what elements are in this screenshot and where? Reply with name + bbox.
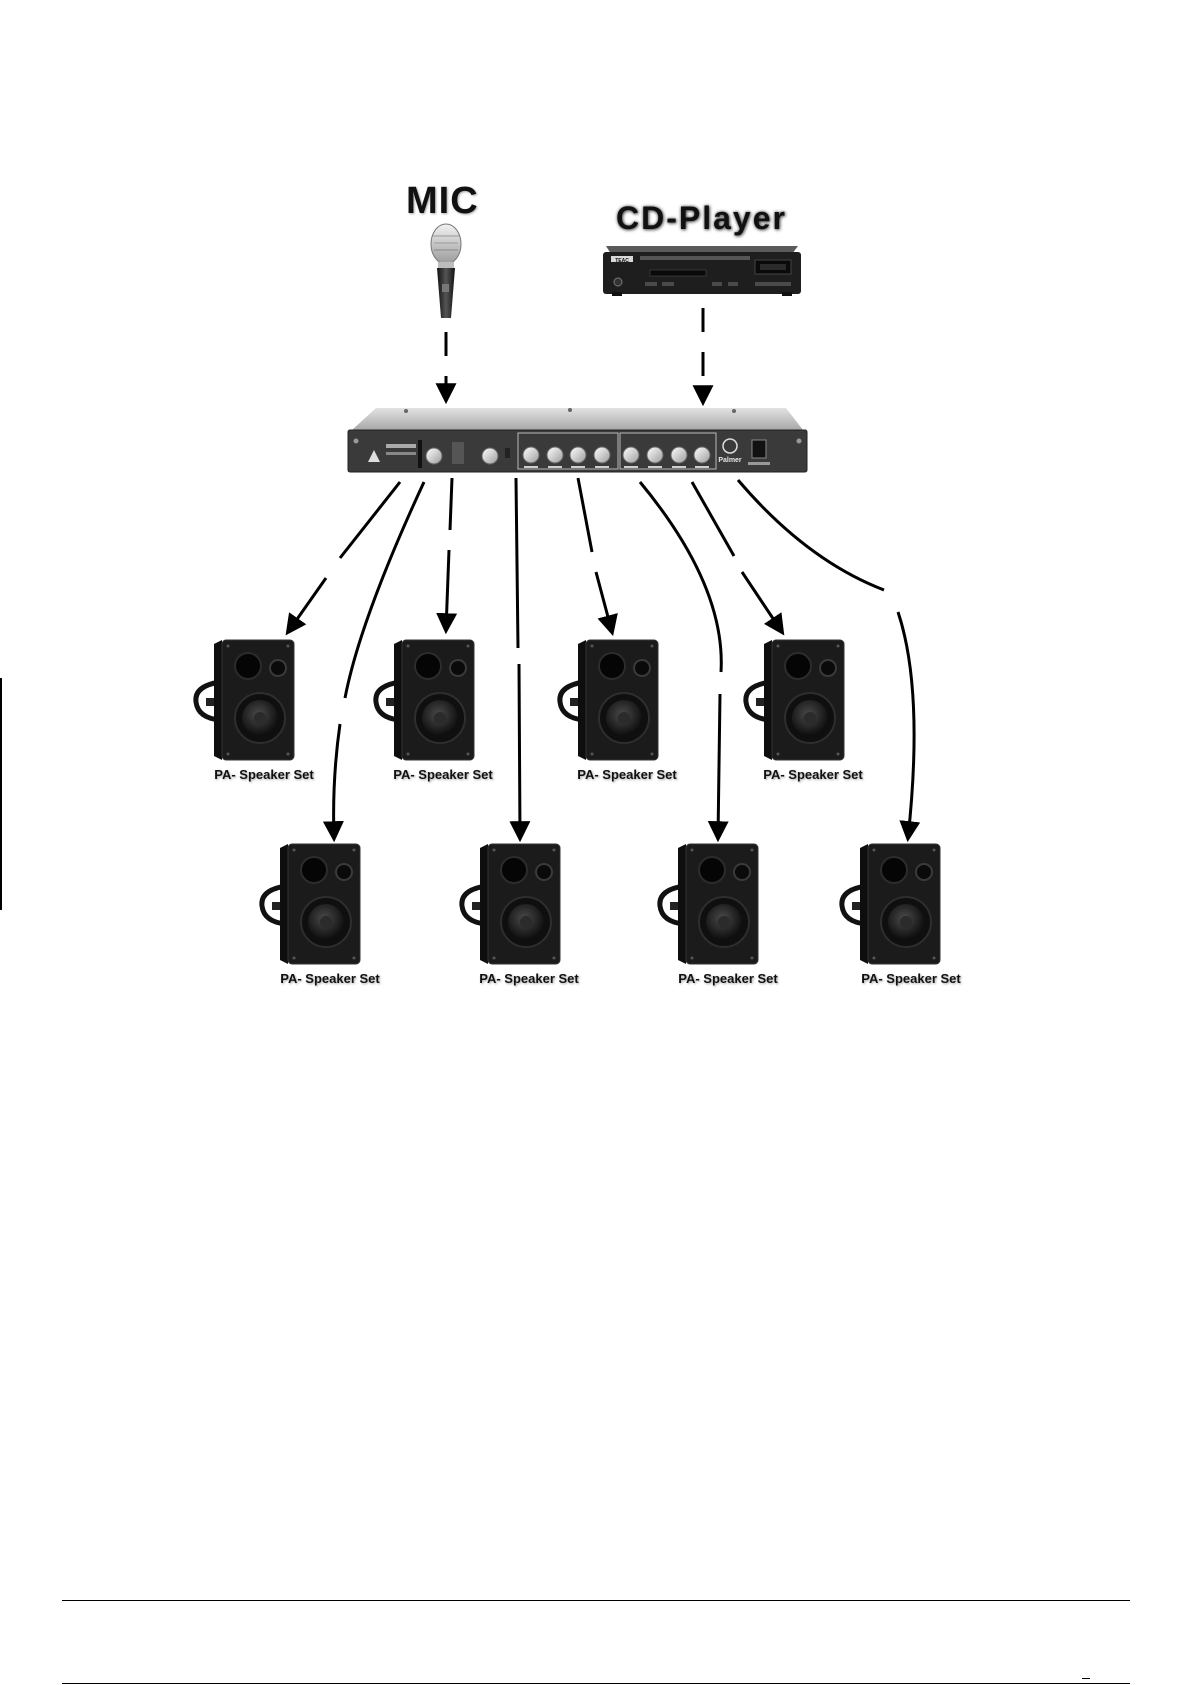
- left-margin-bar: [0, 678, 2, 910]
- bottom-rule: [62, 1683, 1130, 1684]
- input-cables: [446, 308, 703, 402]
- footer-rule: [62, 1600, 1130, 1601]
- mic-label: MIC: [406, 180, 479, 223]
- speaker-top-2: [376, 640, 474, 760]
- cable-to-speaker-top-4: [692, 482, 782, 632]
- corner-mark: [1082, 1678, 1090, 1679]
- cd-player-icon: [603, 246, 801, 296]
- microphone-icon: [431, 224, 461, 318]
- speaker-label-top-1: PA- Speaker Set: [199, 767, 329, 782]
- speaker-bottom-1: [262, 844, 360, 964]
- speaker-label-bottom-1: PA- Speaker Set: [265, 971, 395, 986]
- amplifier-brand: Palmer: [718, 457, 742, 464]
- cable-to-speaker-bottom-2: [516, 478, 520, 838]
- speaker-top-1: [196, 640, 294, 760]
- speaker-bottom-2: [462, 844, 560, 964]
- speaker-top-4: [746, 640, 844, 760]
- speaker-top-3: [560, 640, 658, 760]
- speaker-label-bottom-4: PA- Speaker Set: [846, 971, 976, 986]
- speaker-label-top-3: PA- Speaker Set: [562, 767, 692, 782]
- cable-to-speaker-top-1: [288, 482, 400, 632]
- speaker-label-top-4: PA- Speaker Set: [748, 767, 878, 782]
- speaker-label-bottom-2: PA- Speaker Set: [464, 971, 594, 986]
- speaker-bottom-4: [842, 844, 940, 964]
- cable-to-speaker-top-3: [578, 478, 612, 632]
- cd-player-label: CD-Player: [616, 200, 787, 237]
- speaker-label-top-2: PA- Speaker Set: [378, 767, 508, 782]
- speaker-label-bottom-3: PA- Speaker Set: [663, 971, 793, 986]
- cable-to-speaker-top-2: [446, 478, 452, 630]
- cd-brand: TEAC: [615, 258, 629, 264]
- speaker-bottom-3: [660, 844, 758, 964]
